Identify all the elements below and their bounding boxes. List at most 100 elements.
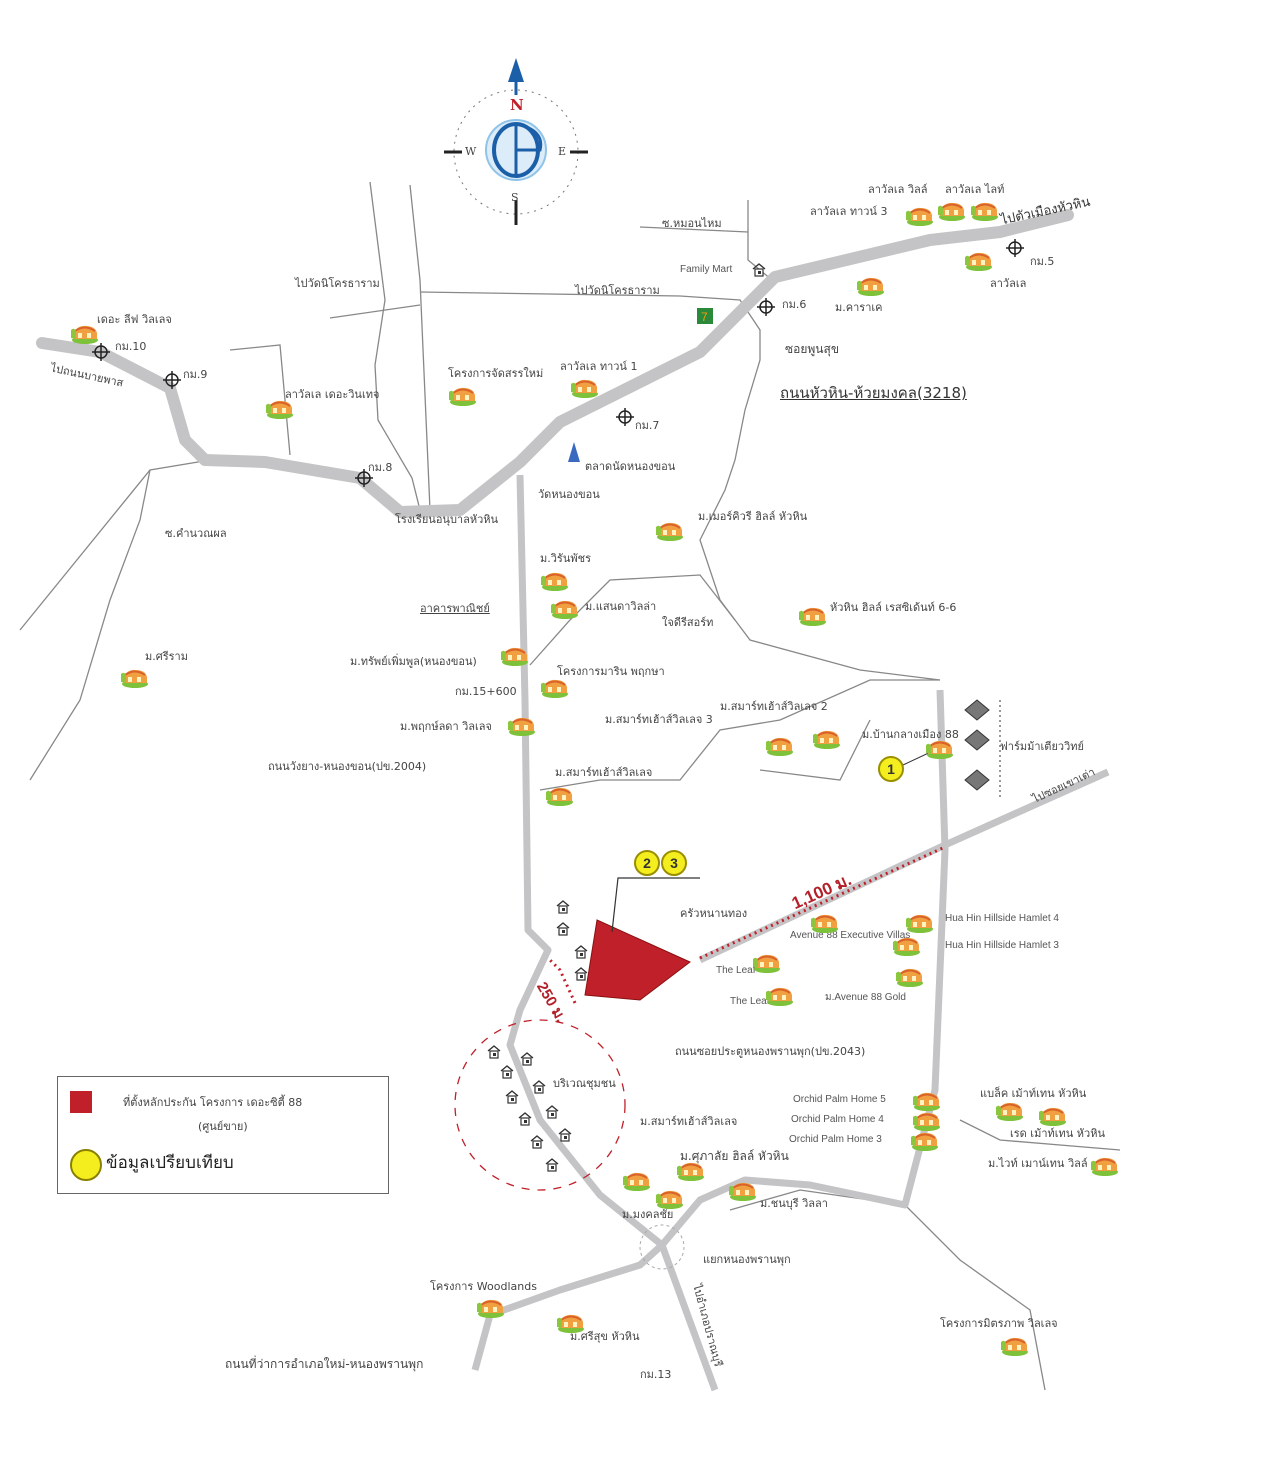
housing-estate-icon bbox=[70, 323, 100, 345]
housing-estate-icon bbox=[570, 377, 600, 399]
label-saenda: ม.แสนดาวิลล่า bbox=[585, 600, 657, 613]
km-marker-icon bbox=[616, 408, 634, 426]
housing-estate-icon bbox=[798, 605, 828, 627]
label-km15: กม.15+600 bbox=[455, 685, 517, 698]
community-radius bbox=[454, 1019, 626, 1191]
label-black-mountain: แบล็ค เม้าท์เทน หัวหิน bbox=[980, 1087, 1087, 1100]
label-lavalle-villa: ลาวัลเล วิลล์ bbox=[868, 183, 928, 196]
label-family-mart: Family Mart bbox=[680, 264, 733, 275]
label-km6: กม.6 bbox=[782, 298, 807, 311]
label-hamlet4: Hua Hin Hillside Hamlet 4 bbox=[945, 913, 1059, 924]
legend-compare-label: ข้อมูลเปรียบเทียบ bbox=[106, 1153, 234, 1173]
label-wat-nongkhon: วัดหนองขอน bbox=[538, 488, 600, 501]
label-km5: กม.5 bbox=[1030, 255, 1055, 268]
label-woodlands: โครงการ Woodlands bbox=[430, 1280, 537, 1293]
label-km8: กม.8 bbox=[368, 461, 393, 474]
label-baan-klang: ม.บ้านกลางเมือง 88 bbox=[862, 728, 959, 741]
compass-east: E bbox=[558, 145, 567, 158]
label-lavalle-vintage: ลาวัลเล เดอะวินเทจ bbox=[285, 388, 380, 401]
housing-estate-icon bbox=[905, 205, 935, 227]
comparison-marker-1[interactable]: 1 bbox=[878, 756, 904, 782]
housing-estate-icon bbox=[550, 598, 580, 620]
label-avenue-exec: Avenue 88 Executive Villas bbox=[790, 930, 911, 941]
house-icon bbox=[545, 1158, 559, 1172]
housing-estate-icon bbox=[910, 1130, 940, 1152]
label-m-kara: ม.คาราเค bbox=[835, 301, 883, 314]
seven-eleven-icon bbox=[697, 308, 713, 324]
label-market: ตลาดนัดหนองขอน bbox=[585, 460, 676, 473]
housing-estate-icon bbox=[120, 667, 150, 689]
collateral-site bbox=[584, 919, 691, 1001]
label-mongkol: ม.มงคลชัย bbox=[622, 1208, 674, 1221]
label-mittraphap: โครงการมิตรภาพ วิลเลจ bbox=[940, 1317, 1058, 1330]
compass-north: N bbox=[510, 96, 524, 114]
junction-ring bbox=[639, 1224, 685, 1270]
compass-west: W bbox=[465, 145, 477, 158]
house-icon bbox=[556, 922, 570, 936]
label-to-wat-1: ไปวัดนิโครธาราม bbox=[295, 277, 380, 290]
housing-estate-icon bbox=[765, 985, 795, 1007]
monument-icon bbox=[568, 442, 580, 462]
label-road-3218: ถนนหัวหิน-ห้วยมงคล(3218) bbox=[780, 384, 967, 402]
housing-estate-icon bbox=[970, 200, 1000, 222]
label-hamlet3: Hua Hin Hillside Hamlet 3 bbox=[945, 940, 1059, 951]
house-icon bbox=[487, 1045, 501, 1059]
label-to-wat-2: ไปวัดนิโครธาราม bbox=[575, 284, 660, 297]
label-sriram: ม.ศรีราม bbox=[145, 650, 188, 663]
label-lavalle-light: ลาวัลเล ไลท์ bbox=[945, 183, 1005, 196]
label-orchid5: Orchid Palm Home 5 bbox=[793, 1094, 886, 1105]
label-smart2: ม.สมาร์ทเฮ้าส์วิลเลจ 2 bbox=[720, 700, 828, 713]
label-the-leaf-2: The Leaf bbox=[730, 996, 770, 1007]
label-the-leaf-village: เดอะ ลีฟ วิลเลจ bbox=[97, 313, 172, 326]
housing-estate-icon bbox=[728, 1180, 758, 1202]
housing-estate-icon bbox=[812, 728, 842, 750]
housing-estate-icon bbox=[895, 966, 925, 988]
housing-estate-icon bbox=[1090, 1155, 1120, 1177]
house-icon bbox=[530, 1135, 544, 1149]
label-road-new-amphoe: ถนนที่ว่าการอำเภอใหม่-หนองพรานพุก bbox=[225, 1357, 424, 1371]
housing-estate-icon bbox=[1000, 1335, 1030, 1357]
label-school: โรงเรียนอนุบาลหัวหิน bbox=[395, 513, 499, 526]
housing-estate-icon bbox=[476, 1297, 506, 1319]
label-white-mountain: ม.ไวท์ เมาน์เทน วิลล์ bbox=[988, 1157, 1088, 1170]
comparison-marker-3[interactable]: 3 bbox=[661, 850, 687, 876]
label-horse-farm: ฟาร์มม้าเตียววิทย์ bbox=[1000, 740, 1084, 753]
house-icon bbox=[520, 1052, 534, 1066]
label-jaidee: ใจดีรีสอร์ท bbox=[662, 616, 714, 629]
housing-estate-icon bbox=[265, 398, 295, 420]
svg-text:7: 7 bbox=[701, 310, 708, 324]
housing-estate-icon bbox=[1038, 1105, 1068, 1127]
label-smart3: ม.สมาร์ทเฮ้าส์วิลเลจ 3 bbox=[605, 713, 713, 726]
housing-estate-icon bbox=[655, 520, 685, 542]
housing-estate-icon bbox=[810, 912, 840, 934]
house-icon bbox=[500, 1065, 514, 1079]
label-lavalle: ลาวัลเล bbox=[990, 277, 1027, 290]
housing-estate-icon bbox=[905, 912, 935, 934]
main-roads bbox=[36, 209, 1074, 518]
secondary-roads bbox=[471, 474, 1110, 1392]
comparison-marker-2[interactable]: 2 bbox=[634, 850, 660, 876]
label-km7: กม.7 bbox=[635, 419, 660, 432]
housing-estate-icon bbox=[892, 935, 922, 957]
label-marin: โครงการมาริน พฤกษา bbox=[557, 665, 665, 678]
house-icon bbox=[558, 1128, 572, 1142]
housing-estate-icon bbox=[655, 1188, 685, 1210]
label-km10: กม.10 bbox=[115, 340, 147, 353]
housing-estate-icon bbox=[556, 1312, 586, 1334]
housing-estate-icon bbox=[448, 385, 478, 407]
label-km9: กม.9 bbox=[183, 368, 208, 381]
housing-estate-icon bbox=[912, 1110, 942, 1132]
housing-estate-icon bbox=[622, 1170, 652, 1192]
housing-estate-icon bbox=[856, 275, 886, 297]
house-icon bbox=[518, 1112, 532, 1126]
house-icon bbox=[505, 1090, 519, 1104]
map-legend: ที่ตั้งหลักประกัน โครงการ เดอะซิตี้ 88 (… bbox=[57, 1076, 389, 1194]
housing-estate-icon bbox=[540, 677, 570, 699]
label-mercury: ม.เมอร์คิวรี ฮิลล์ หัวหิน bbox=[698, 510, 808, 523]
label-avenue-gold: ม.Avenue 88 Gold bbox=[825, 992, 906, 1003]
house-icon bbox=[574, 967, 588, 981]
label-lavalle-town1: ลาวัลเล ทาวน์ 1 bbox=[560, 360, 638, 373]
house-icon bbox=[545, 1105, 559, 1119]
label-new-project: โครงการจัดสรรใหม่ bbox=[448, 367, 544, 380]
